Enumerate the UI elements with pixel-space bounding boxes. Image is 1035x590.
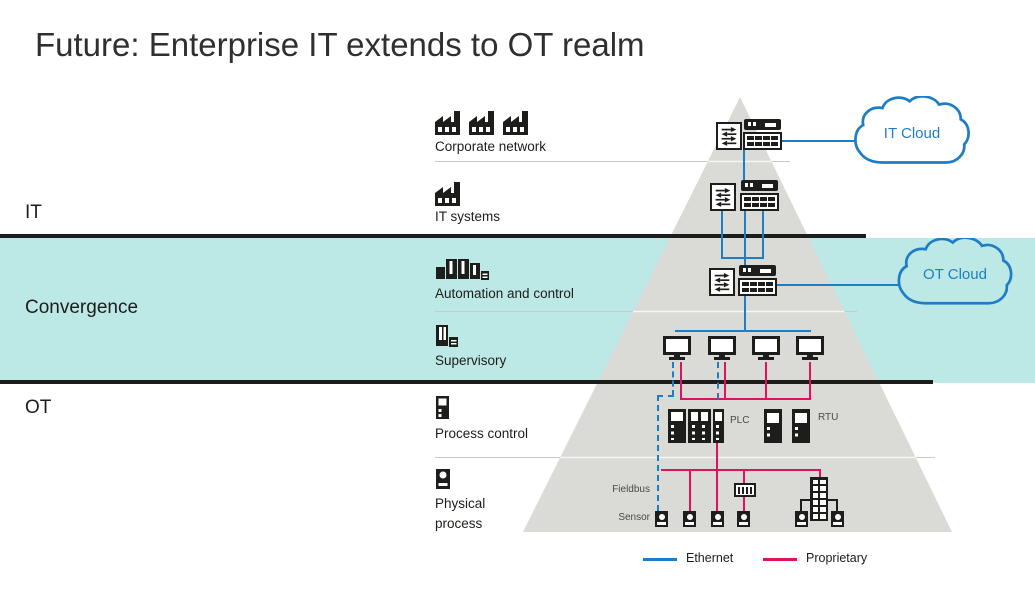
ethernet-dashed-line <box>717 362 719 399</box>
rtu-cabinet-icon <box>764 409 782 443</box>
router-icon <box>741 180 778 191</box>
sensor-icon <box>737 511 750 527</box>
ethernet-legend-swatch <box>643 558 677 561</box>
sensor-label: Sensor <box>618 512 650 523</box>
proprietary-line <box>765 362 767 400</box>
sensor-icon <box>683 511 696 527</box>
rack-connector-line <box>800 499 811 501</box>
factory-icon <box>469 111 494 135</box>
monitor-icon <box>796 336 824 360</box>
plc-cabinet-icon <box>668 409 686 443</box>
it-cloud: IT Cloud <box>853 96 971 170</box>
row-separator <box>435 161 790 162</box>
sensor-icon <box>795 511 808 527</box>
page-title: Future: Enterprise IT extends to OT real… <box>35 26 645 63</box>
ethernet-line <box>762 211 764 259</box>
ethernet-dashed-line <box>657 395 674 397</box>
network-switch-icon <box>710 183 736 211</box>
fieldbus-module-icon <box>734 483 756 497</box>
ot-cloud: OT Cloud <box>896 238 1014 310</box>
supervisory-cabinet-icon <box>436 325 458 347</box>
convergence-ot-boundary <box>0 380 933 384</box>
sensor-icon <box>831 511 844 527</box>
ethernet-line <box>744 211 746 268</box>
ot-cloud-label: OT Cloud <box>923 265 987 283</box>
rtu-label: RTU <box>818 412 839 423</box>
ethernet-legend-label: Ethernet <box>686 551 734 565</box>
rack-connector-line <box>800 499 802 511</box>
proprietary-bus <box>680 398 811 400</box>
ethernet-line-it-cloud <box>781 140 857 142</box>
factory-icon <box>503 111 528 135</box>
plc-cabinet-icon <box>713 409 724 443</box>
rack-connector-line <box>827 499 838 501</box>
ethernet-bus-supervisory <box>675 330 811 332</box>
proprietary-line <box>809 362 811 400</box>
zone-label-convergence: Convergence <box>25 297 139 318</box>
cloud-icon <box>854 96 970 164</box>
monitor-icon <box>708 336 736 360</box>
row-label-process-control: Process control <box>435 426 529 441</box>
network-switch-icon <box>709 268 735 296</box>
sensor-icon <box>711 511 724 527</box>
zone-label-ot: OT <box>25 397 52 418</box>
it-convergence-boundary <box>0 234 866 238</box>
proprietary-line <box>680 362 682 400</box>
fieldbus-bus <box>661 469 820 471</box>
patch-panel-icon <box>740 193 779 211</box>
ethernet-line <box>721 257 764 259</box>
row-label-physical-process: Physical process <box>435 496 486 531</box>
ethernet-line <box>721 211 723 259</box>
process-control-icon <box>436 396 449 419</box>
monitor-icon <box>663 336 691 360</box>
network-switch-icon <box>716 122 742 150</box>
io-rack-icon <box>810 477 828 521</box>
patch-panel-icon <box>738 278 777 296</box>
proprietary-line-plc <box>716 443 718 511</box>
ethernet-dashed-line <box>657 395 659 511</box>
physical-process-icon <box>436 469 450 489</box>
plc-label: PLC <box>730 415 750 426</box>
row-label-automation-and-control: Automation and control <box>435 286 574 301</box>
automation-cabinets-icon <box>436 259 489 280</box>
proprietary-line <box>724 362 726 400</box>
row-label-corporate-network: Corporate network <box>435 139 547 154</box>
cloud-icon <box>897 238 1013 305</box>
router-icon <box>744 119 781 130</box>
factory-icon <box>435 111 460 135</box>
proprietary-legend-swatch <box>763 558 797 561</box>
plc-cabinet-icon <box>688 409 711 443</box>
patch-panel-icon <box>743 132 782 150</box>
it-cloud-label: IT Cloud <box>883 124 941 142</box>
ethernet-line <box>743 150 745 181</box>
ethernet-line <box>744 296 746 331</box>
factory-icon <box>435 182 460 206</box>
proprietary-line <box>689 469 691 511</box>
row-label-it-systems: IT systems <box>435 209 501 224</box>
zone-label-it: IT <box>25 202 42 223</box>
fieldbus-label: Fieldbus <box>612 484 650 495</box>
ethernet-line-ot-cloud <box>776 284 900 286</box>
router-icon <box>739 265 776 276</box>
rack-connector-line <box>836 499 838 511</box>
rtu-cabinet-icon <box>792 409 810 443</box>
sensor-icon <box>655 511 668 527</box>
row-label-supervisory: Supervisory <box>435 353 507 368</box>
monitor-icon <box>752 336 780 360</box>
proprietary-line <box>819 469 821 478</box>
ethernet-dashed-line <box>672 362 674 396</box>
proprietary-legend-label: Proprietary <box>806 551 868 565</box>
